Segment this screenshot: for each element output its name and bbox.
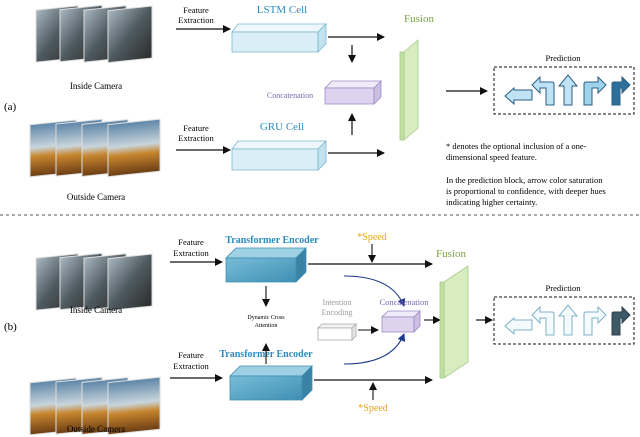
gru-cell-box (231, 140, 327, 171)
feature-extraction-label-a-bottom-2: Extraction (178, 133, 214, 143)
fusion-box-a (399, 39, 419, 141)
straight-arrow-b (557, 304, 579, 336)
note-prediction-line2: is proportional to confidence, with deep… (446, 186, 606, 196)
outside-camera-label-b: Outside Camera (67, 424, 125, 434)
feature-extraction-label-b-top-2: Extraction (173, 248, 209, 258)
note-prediction-line1: In the prediction block, arrow color sat… (446, 175, 603, 185)
prediction-box-b (493, 296, 635, 345)
prediction-box-a (493, 66, 635, 115)
intention-encoding-label-2: Encoding (322, 308, 353, 317)
prediction-arrows-b (504, 304, 631, 336)
concatenation-label-a: Concatenation (267, 91, 313, 100)
feature-extraction-label-b-bottom-2: Extraction (173, 361, 209, 371)
outside-camera-frames-b (29, 376, 161, 436)
concatenation-box-a (324, 80, 382, 105)
note-speed-line1: * denotes the optional inclusion of a on… (446, 141, 587, 151)
inside-camera-frames-b (35, 252, 153, 312)
panel-a-label: (a) (4, 101, 17, 113)
feature-extraction-label-a-top: Feature (183, 5, 209, 15)
speed-label-bottom: *Speed (358, 403, 387, 414)
straight-arrow (557, 74, 579, 106)
curve-top-concat (343, 275, 406, 307)
concatenation-box-b (381, 310, 421, 333)
feature-extraction-label-b-bottom: Feature (178, 350, 204, 360)
gru-cell-label: GRU Cell (260, 121, 304, 133)
turn-right-up-arrow-b (583, 305, 607, 336)
inside-camera-label-b: Inside Camera (70, 305, 122, 315)
outside-camera-label-a: Outside Camera (67, 192, 125, 202)
transformer-encoder-label-top: Transformer Encoder (225, 235, 319, 246)
turn-right-arrow-b (611, 305, 631, 336)
prediction-label-a: Prediction (546, 53, 582, 63)
turn-left-up-arrow (531, 75, 555, 106)
prediction-label-b: Prediction (546, 283, 582, 293)
curve-bottom-concat (343, 333, 406, 365)
turn-right-arrow (611, 75, 631, 106)
dynamic-cross-attention-label-2: Attention (255, 323, 278, 329)
feature-extraction-label-a-top-2: Extraction (178, 15, 214, 25)
transformer-encoder-box-bottom (229, 365, 313, 401)
feature-extraction-label-a-bottom: Feature (183, 123, 209, 133)
fusion-label-a: Fusion (404, 13, 434, 25)
intention-encoding-label: Intention (323, 298, 352, 307)
turn-left-arrow-b (504, 316, 533, 336)
lstm-cell-label: LSTM Cell (257, 4, 307, 16)
prediction-arrows-a (504, 74, 631, 106)
inside-camera-label-a: Inside Camera (70, 81, 122, 91)
transformer-encoder-box-top (225, 247, 307, 283)
lstm-cell-box (231, 23, 327, 53)
feature-extraction-label-b-top: Feature (178, 237, 204, 247)
note-speed-line2: dimensional speed feature. (446, 152, 537, 162)
fusion-label-b: Fusion (436, 248, 466, 260)
panel-b-label: (b) (4, 321, 17, 333)
turn-left-up-arrow-b (531, 305, 555, 336)
dynamic-cross-attention-label: Dynamic Cross (247, 315, 285, 321)
fusion-box-b (439, 265, 469, 379)
speed-label-top: *Speed (357, 232, 386, 243)
outside-camera-frames-a (29, 118, 161, 178)
concatenation-label-b: Concatenation (379, 297, 429, 307)
note-prediction-line3: indicating higher certainty. (446, 197, 537, 207)
inside-camera-frames-a (35, 4, 153, 64)
turn-left-arrow (504, 86, 533, 106)
turn-right-up-arrow (583, 75, 607, 106)
intention-encoding-box (317, 323, 357, 341)
